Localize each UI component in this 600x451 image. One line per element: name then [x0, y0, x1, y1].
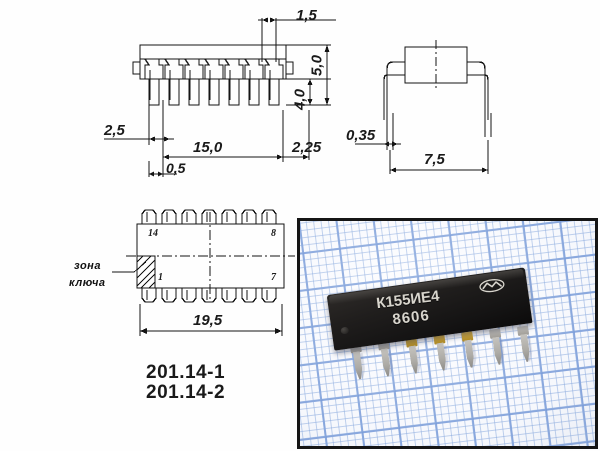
dim-value-lead-length: 4,0	[291, 89, 309, 110]
key-zone-label-line2: ключа	[69, 277, 106, 289]
key-zone-label-line1: зона	[74, 260, 101, 272]
dim-value-lead-thickness-front: 0,5	[166, 160, 186, 176]
front-view-left-tab	[132, 61, 141, 75]
front-view-leads	[143, 58, 284, 106]
photo-content: К155ИЕ4 8606	[300, 221, 595, 446]
top-view-leads-top	[141, 209, 277, 225]
pin1-marker-dot-icon	[340, 326, 350, 335]
key-zone-leader	[112, 261, 147, 273]
dim-value-lead-thickness-side: 0,35	[346, 127, 376, 144]
manufacturer-wave-logo-icon	[479, 279, 505, 293]
front-view-right-tab	[285, 61, 294, 75]
dim-value-body-width: 7,5	[424, 151, 445, 168]
dim-value-body-height-total: 5,0	[308, 55, 326, 76]
pin-label-14: 14	[148, 228, 158, 239]
dim-2-5	[104, 100, 174, 145]
top-view-leads-bottom	[141, 287, 277, 303]
side-view-outline	[383, 40, 492, 137]
package-name-1: 201.14-1	[146, 362, 226, 383]
dim-19-5	[139, 304, 283, 336]
front-view-outline	[139, 44, 287, 80]
dim-value-lead-span: 15,0	[193, 139, 223, 156]
chip-body: К155ИЕ4 8606	[326, 267, 533, 351]
pin-label-7: 7	[271, 272, 276, 283]
dip14-chip: К155ИЕ4 8606	[326, 267, 534, 356]
dim-value-first-lead-offset: 2,5	[104, 122, 125, 139]
dim-value-body-length: 19,5	[193, 312, 223, 329]
dim-value-end-offset: 2,25	[292, 139, 322, 156]
dim-15-0	[162, 110, 284, 162]
key-zone-hatch	[136, 255, 156, 289]
package-name-2: 201.14-2	[146, 382, 226, 403]
pin-label-8: 8	[271, 228, 276, 239]
pin-label-1: 1	[158, 272, 163, 283]
dim-value-lead-width: 1,5	[296, 7, 317, 24]
chip-photograph-panel: К155ИЕ4 8606	[297, 218, 598, 449]
